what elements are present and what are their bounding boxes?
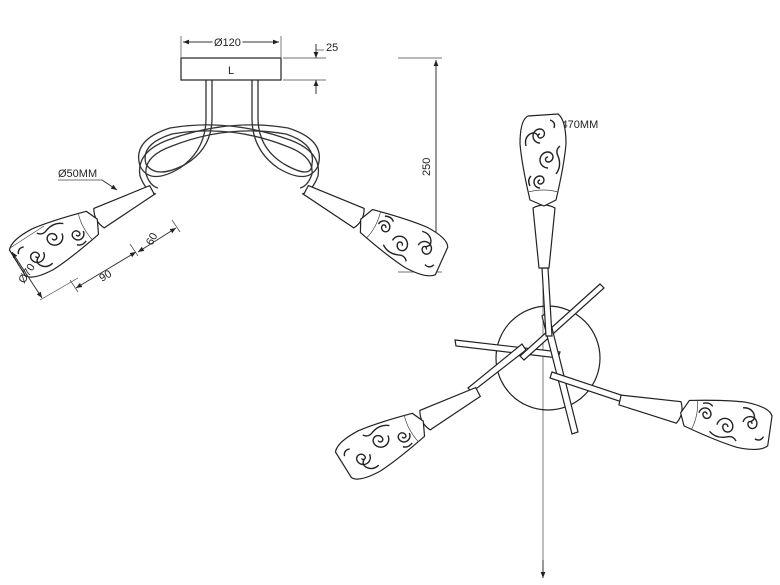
dim-shade-length-a: 90 — [97, 268, 114, 285]
canopy-mark: L — [228, 65, 234, 77]
right-shade — [300, 179, 454, 283]
dim-canopy-diameter: Ø120 — [214, 37, 241, 49]
side-view: L Ø120 25 250 — [4, 35, 454, 301]
dim-shade-opening: Ø50MM — [58, 168, 97, 180]
top-shade — [519, 113, 567, 269]
dim-canopy-height: 25 — [326, 42, 338, 54]
dim-total-height: 250 — [421, 158, 433, 176]
dim-shade-length-b: 60 — [144, 231, 160, 247]
top-view: Ø470MM — [330, 113, 777, 578]
right-shade-top — [617, 388, 777, 455]
canopy — [180, 57, 282, 81]
lower-left-shade — [330, 381, 484, 487]
